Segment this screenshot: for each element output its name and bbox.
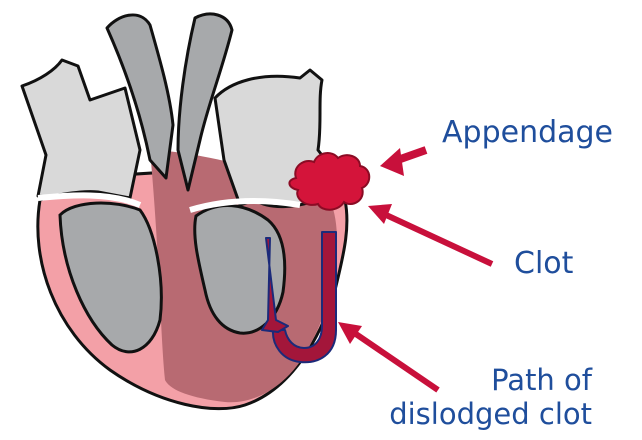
red-arrow-icon — [384, 214, 492, 264]
label-path-of-dislodged-clot: Path of dislodged clot — [389, 363, 592, 431]
label-appendage: Appendage — [442, 116, 613, 150]
label-path-line2: dislodged clot — [389, 397, 592, 431]
label-clot: Clot — [514, 247, 573, 281]
red-arrow-icon — [380, 148, 404, 176]
label-path-line1: Path of — [389, 363, 592, 397]
atrium-left — [22, 60, 140, 198]
